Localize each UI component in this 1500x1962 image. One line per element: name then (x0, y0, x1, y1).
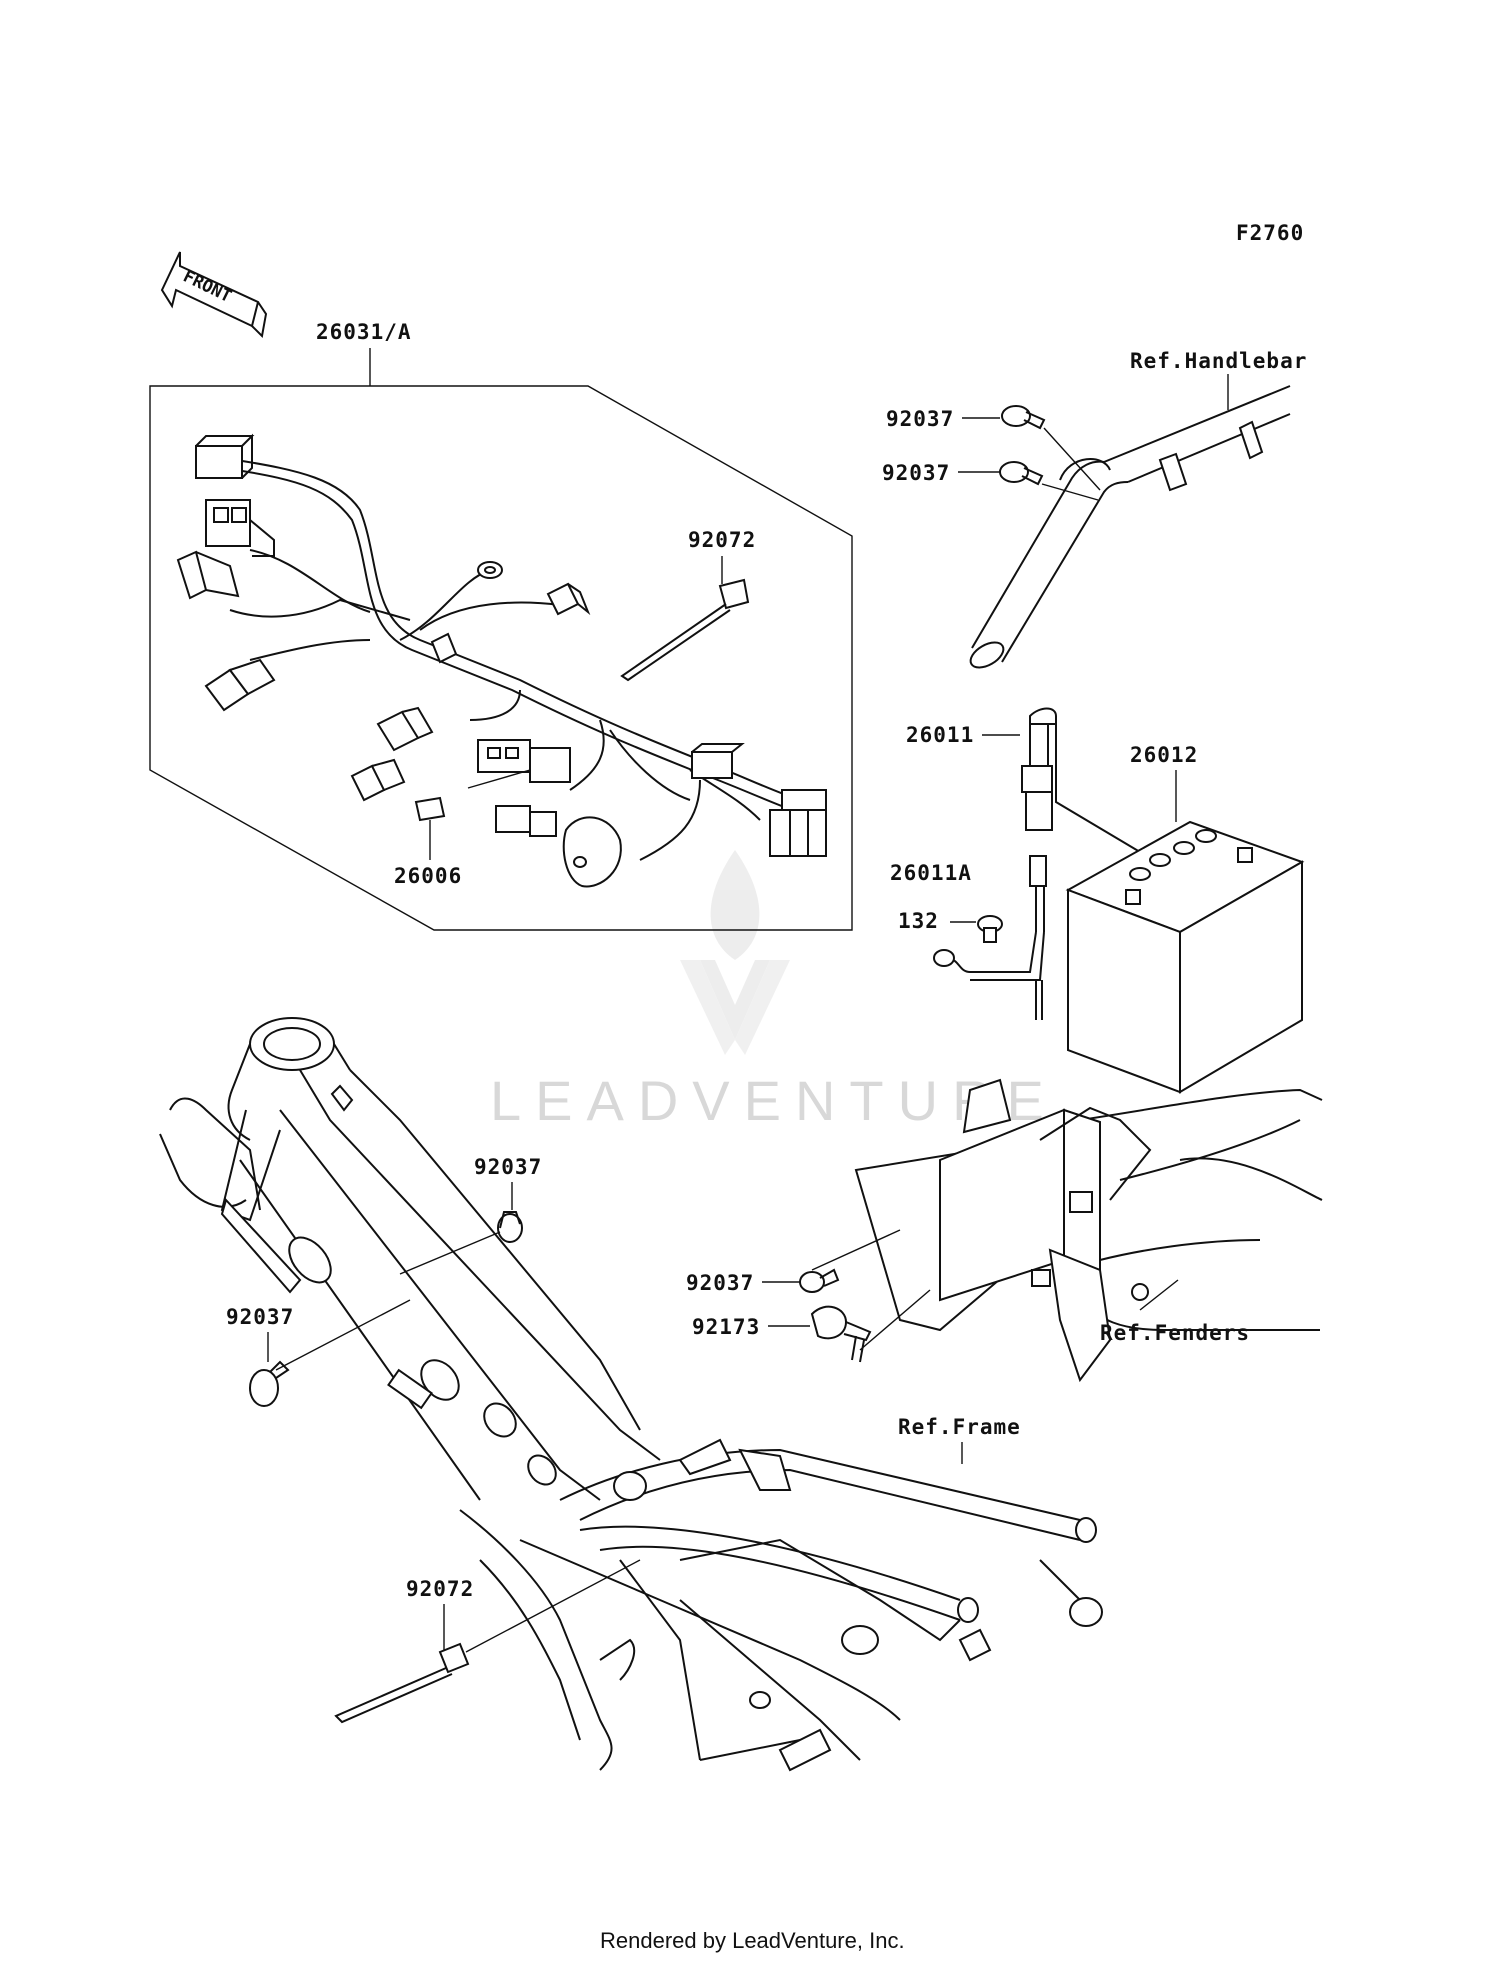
callout-ref-frame: Ref.Frame (898, 1415, 1021, 1439)
callout-26031a: 26031/A (316, 320, 412, 344)
watermark-text: LEADVENTURE (490, 1069, 1058, 1132)
subframe (559, 1438, 1103, 1642)
callout-26011a: 26011A (890, 861, 972, 885)
ecu-bracket (854, 1078, 1152, 1383)
callout-92037-h2: 92037 (882, 461, 950, 485)
harness-clamp (430, 632, 458, 664)
harness-connector (495, 805, 557, 837)
callout-92072-bottom: 92072 (406, 1577, 474, 1601)
callout-ref-fenders: Ref.Fenders (1100, 1321, 1250, 1345)
cable-tie (620, 578, 750, 682)
handlebar-tube (969, 385, 1291, 669)
callout-ref-handlebar: Ref.Handlebar (1130, 349, 1307, 373)
battery-lead-negative (933, 855, 1047, 1020)
footer-text: Rendered by LeadVenture, Inc. (600, 1928, 905, 1953)
harness-connector (691, 743, 745, 779)
callout-92037-f2: 92037 (226, 1305, 294, 1329)
wire-clamp (497, 1211, 523, 1243)
callout-26011: 26011 (906, 723, 974, 747)
bolt-icon (977, 915, 1003, 943)
fuse (414, 796, 446, 822)
harness-connector (205, 499, 275, 557)
callout-132: 132 (898, 909, 939, 933)
wire-clamp (1001, 405, 1046, 430)
lower-frame (459, 1509, 992, 1772)
terminal-boot (562, 816, 622, 888)
battery-group: 26011 26012 26011A (890, 707, 1305, 1094)
ring-terminal (477, 561, 503, 579)
callout-26012: 26012 (1130, 743, 1198, 767)
clip-icon (810, 1305, 872, 1363)
wire-clamp (999, 461, 1044, 486)
callout-92037-h1: 92037 (886, 407, 954, 431)
watermark: LEADVENTURE (490, 850, 1058, 1132)
harness-connector (546, 582, 591, 616)
harness-connector (195, 433, 255, 479)
battery-icon (1065, 820, 1305, 1094)
down-tube (159, 1097, 302, 1294)
harness-group: 26031/A (149, 320, 853, 931)
backbone-tube (239, 1069, 661, 1501)
cable-tie (334, 1642, 470, 1724)
callout-92037-b: 92037 (686, 1271, 754, 1295)
harness-kit-box (149, 385, 853, 931)
callout-26006: 26006 (394, 864, 462, 888)
watermark-logo-icon (680, 850, 790, 1055)
steering-head (227, 1017, 351, 1141)
front-arrow-icon: FRONT (160, 251, 268, 339)
callout-92072-top: 92072 (688, 528, 756, 552)
figure-code: F2760 (1236, 221, 1304, 245)
harness-connector (350, 758, 406, 802)
handlebar-group: Ref.Handlebar 92037 92037 (882, 349, 1307, 669)
frame-group: Ref.Frame 92037 92037 92072 (159, 1017, 1103, 1772)
callout-92037-f1: 92037 (474, 1155, 542, 1179)
callout-92173: 92173 (692, 1315, 760, 1339)
harness-connector (204, 658, 276, 712)
harness-connector (376, 706, 434, 752)
wire-clamp (249, 1360, 290, 1407)
fender-group: Ref.Fenders 92037 92173 (686, 1078, 1323, 1383)
grip-band (1158, 420, 1264, 492)
fender-panel (1099, 1119, 1301, 1261)
fuse-box (769, 789, 827, 857)
wire-clamp (799, 1268, 840, 1293)
relay-block (477, 739, 571, 783)
battery-lead-positive (1021, 707, 1141, 853)
harness-connector (176, 550, 240, 600)
